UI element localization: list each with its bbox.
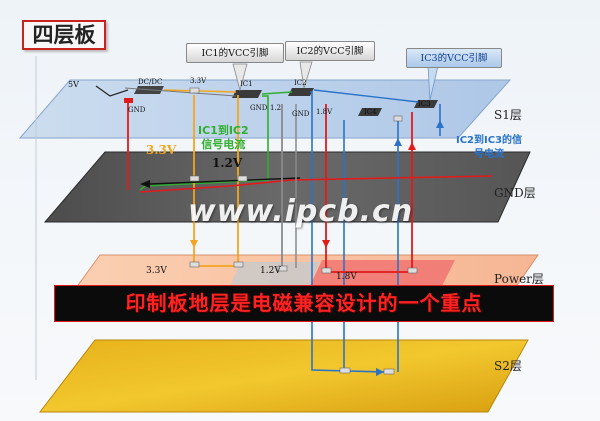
arrow-ic3-up [394, 138, 402, 146]
arrow-3v3-down [190, 240, 198, 248]
callout-ic1-vcc: IC1的VCC引脚 [186, 43, 284, 63]
pad-3v3 [189, 87, 200, 94]
arrow-red-up [408, 142, 416, 150]
pad-power-ic3 [407, 267, 418, 274]
net-label-1v2-top: 1.2 [270, 104, 282, 112]
layer-label-s2: S2层 [494, 359, 522, 373]
signal-ic1-ic2-return [261, 91, 293, 95]
signal-label-ic2-ic3-line2: 号电流 [474, 149, 505, 160]
callout-pointer-ic2 [299, 61, 313, 89]
signal-label-ic2-ic3-line1: IC2到IC3的信 [456, 135, 523, 146]
net-label-gnd-left: GND [128, 106, 146, 114]
arrow-s2-right [376, 368, 384, 376]
component-ic4-label: IC4 [364, 108, 377, 116]
component-ic1-label: IC1 [240, 80, 253, 88]
pad-ic3 [393, 115, 403, 122]
s2-layer-plane [38, 339, 529, 413]
ic2-chip [288, 88, 314, 96]
arrow-gnd-left [140, 180, 150, 188]
layer-label-power: Power层 [494, 272, 544, 286]
net-label-gnd-ic2: GND [292, 110, 310, 118]
ic4-chip [358, 108, 382, 116]
pad-power-1v2 [277, 265, 288, 272]
callout-pointer-ic1 [232, 63, 248, 92]
signal-label-ic1-ic2-line1: IC1到IC2 [198, 124, 249, 137]
arrow-ic3-right-up [436, 120, 444, 128]
signal-ic1-ic2 [139, 95, 269, 191]
layer-label-s1: S1层 [494, 108, 522, 122]
ic1-chip [232, 90, 262, 98]
component-dcdc-label: DC/DC [138, 78, 163, 86]
layer-label-gnd: GND层 [494, 186, 536, 200]
callout-ic2-vcc: IC2的VCC引脚 [285, 41, 375, 61]
pad-power-1v8 [321, 267, 332, 274]
net-label-gnd-ic1: GND [250, 104, 268, 112]
net-label-3v3-power: 3.3V [146, 266, 167, 276]
net-label-5v: 5V [68, 80, 79, 89]
pad-power-3v3-a [189, 261, 200, 268]
signal-label-ic1-ic2: IC1到IC2 信号电流 [198, 124, 249, 152]
trace-dcdc-out [124, 87, 237, 97]
callout-ic3-vcc: IC3的VCC引脚 [406, 48, 502, 68]
pad-power-3v3-b [233, 261, 244, 268]
gnd-arrow-black [149, 177, 301, 185]
power-island-1v2 [228, 262, 320, 292]
component-ic2-label: IC2 [294, 79, 307, 87]
watermark-text: www.ipcb.cn [188, 194, 414, 229]
net-label-1v8-power: 1.8V [336, 272, 357, 282]
trace-3v3-top [163, 89, 237, 93]
pad-s2-right [383, 368, 395, 375]
net-label-1v2-mid: 1.2V [212, 156, 243, 170]
signal-ic2-ic3-top [313, 89, 419, 103]
return-path-red [139, 175, 493, 193]
pad-s2-left [339, 367, 351, 374]
s1-layer-plane [18, 79, 512, 139]
pad-gnd-mid [237, 175, 248, 182]
signal-label-ic1-ic2-line2: 信号电流 [201, 138, 246, 151]
net-label-3v3-top: 3.3V [190, 77, 207, 85]
page-title: 四层板 [22, 20, 106, 50]
net-label-1v2-power: 1.2V [260, 266, 281, 276]
component-ic3-label: IC3 [418, 100, 431, 108]
emc-banner: 印制板地层是电磁兼容设计的一个重点 [54, 285, 554, 322]
pad-3v3-mid [189, 175, 200, 182]
pad-gnd-left [124, 98, 133, 103]
ic3-chip [414, 100, 438, 108]
net-label-1v8-top: 1.8V [316, 108, 333, 116]
arrow-1v8-down [322, 240, 330, 248]
net-label-3v3-mid: 3.3V [146, 143, 177, 157]
signal-label-ic2-ic3: IC2到IC3的信 号电流 [456, 134, 522, 162]
gnd-layer-plane [43, 151, 531, 223]
trace-5v [95, 85, 129, 97]
